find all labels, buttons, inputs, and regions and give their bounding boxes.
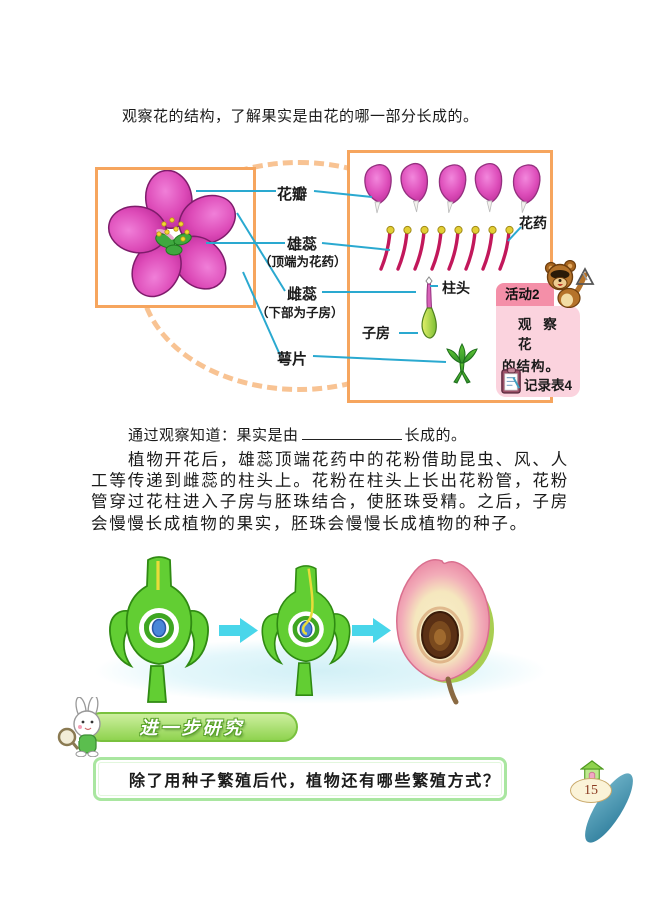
further-research-banner: 进一步研究 — [86, 712, 298, 742]
stamen-label: 雄蕊 — [287, 236, 318, 253]
activity-tab-title: 活动2 — [496, 283, 554, 306]
observation-suffix: 长成的。 — [404, 427, 467, 444]
house-icon — [580, 760, 604, 780]
petals-row-illustration — [364, 162, 543, 215]
rabbit-mascot-icon — [57, 697, 101, 757]
leaf-swoosh-decoration — [585, 773, 633, 843]
intro-text: 观察花的结构，了解果实是由花的哪一部分长成的。 — [122, 108, 479, 125]
stigma-label: 柱头 — [442, 280, 470, 296]
stamens-row-illustration — [379, 225, 515, 271]
ovary-label: 子房 — [362, 325, 390, 341]
activity-text-line1: 观 察 花 — [518, 317, 561, 352]
observation-prefix: 通过观察知道：果实是由 — [128, 427, 299, 444]
bear-mascot-icon — [544, 260, 595, 308]
anther-label: 花药 — [519, 215, 547, 231]
pistil-label: 雌蕊 — [287, 286, 318, 303]
activity-box: 活动2 观 察 花 的结构。 记录表4 — [496, 260, 595, 397]
activity-body: 观 察 花 的结构。 记录表4 — [496, 306, 580, 397]
flower-photo-box — [95, 167, 256, 308]
flower-illustration — [107, 169, 236, 298]
ovary-stage1-illustration — [109, 556, 209, 703]
banner-label: 进一步研究 — [139, 718, 245, 738]
arrow-right-icon — [352, 618, 391, 643]
clipboard-icon — [501, 367, 521, 394]
arrow-right-icon — [219, 618, 258, 643]
page-number-badge: 15 — [570, 778, 612, 803]
sepal-illustration — [446, 343, 478, 384]
petal-label: 花瓣 — [277, 186, 308, 203]
body-paragraph: 植物开花后，雄蕊顶端花药中的花粉借助昆虫、风、人工等传递到雌蕊的柱头上。花粉在柱… — [91, 451, 569, 533]
pistil-note-label: （下部为子房） — [256, 306, 344, 320]
ovary-stage2-illustration — [261, 565, 351, 696]
peach-fruit-illustration — [396, 559, 494, 705]
fill-in-blank[interactable] — [301, 426, 402, 440]
question-box: 除了用种子繁殖后代，植物还有哪些繁殖方式？ — [93, 757, 507, 801]
question-text: 除了用种子繁殖后代，植物还有哪些繁殖方式？ — [129, 773, 501, 790]
stamen-note-label: （顶端为花药） — [259, 255, 347, 269]
pistil-illustration — [421, 276, 437, 339]
record-sheet-label: 记录表4 — [524, 378, 573, 393]
sepal-label: 萼片 — [277, 351, 308, 368]
observation-line: 通过观察知道：果实是由 长成的。 — [90, 424, 570, 445]
